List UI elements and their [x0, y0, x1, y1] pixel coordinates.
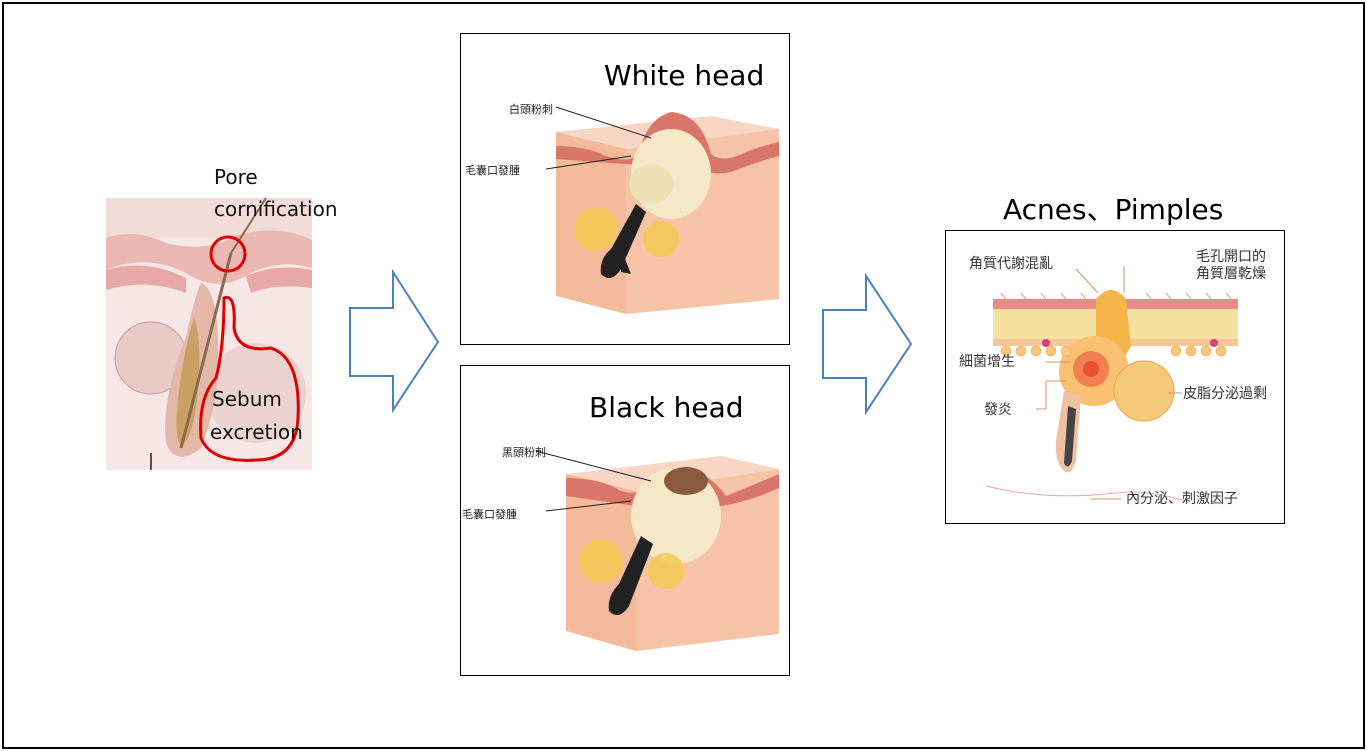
- black-head-label-side: 毛囊口發腫: [462, 508, 517, 521]
- white-head-illustration: [545, 106, 779, 314]
- acne-label-endocrine: 內分泌、刺激因子: [1126, 491, 1238, 507]
- black-head-illustration: [535, 450, 779, 651]
- acne-label-pore-line2: 角質層乾燥: [1196, 266, 1266, 282]
- white-head-label-side: 毛囊口發腫: [465, 164, 520, 177]
- black-head-panel: Black head 黑頭粉刺 毛囊口發腫: [460, 365, 790, 676]
- white-head-title: White head: [604, 59, 765, 92]
- white-head-label-top: 白頭粉刺: [509, 103, 553, 116]
- black-head-label-top: 黑頭粉刺: [502, 446, 546, 459]
- acne-panel: 角質代謝混亂 毛孔開口的 角質層乾燥 細菌增生 皮脂分泌過剩 發炎 內分泌、刺激…: [945, 230, 1285, 524]
- acne-label-sebum: 皮脂分泌過剩: [1183, 386, 1267, 402]
- pore-illustration: [106, 198, 312, 470]
- sebum-label-line2: excretion: [210, 420, 303, 444]
- pore-highlight-circle: [209, 235, 247, 273]
- sebum-label-line1: Sebum: [212, 387, 282, 411]
- pore-illustration-svg: [106, 198, 312, 470]
- black-head-title: Black head: [589, 391, 744, 424]
- acne-title: Acnes、Pimples: [1003, 193, 1224, 226]
- white-head-panel: White head 白頭粉刺 毛囊口發腫: [460, 33, 790, 345]
- acne-illustration: [985, 266, 1238, 502]
- pore-label-line1: Pore: [214, 165, 258, 189]
- sebum-highlight-outline: [199, 295, 300, 462]
- pore-label-line2: cornification: [214, 197, 338, 221]
- acne-label-inflammation: 發炎: [984, 402, 1012, 418]
- acne-label-bacteria: 細菌增生: [959, 354, 1015, 370]
- acne-label-keratin: 角質代謝混亂: [969, 256, 1053, 272]
- acne-label-pore-line1: 毛孔開口的: [1196, 249, 1266, 265]
